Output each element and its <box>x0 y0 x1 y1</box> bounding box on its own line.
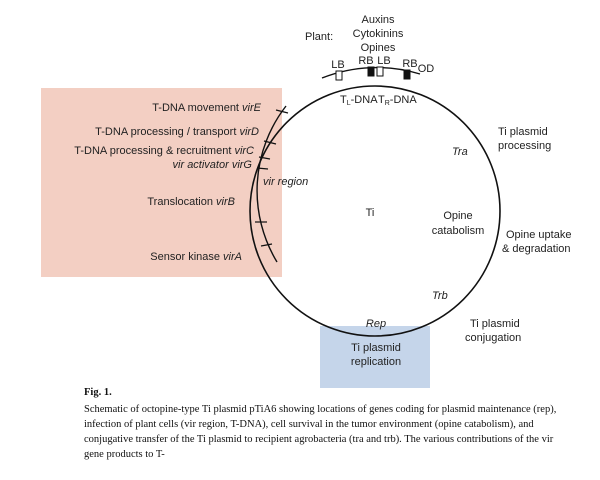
rb-marker <box>403 69 411 80</box>
rep-function-line1: Ti plasmid <box>351 342 401 354</box>
figure-caption-text: Schematic of octopine-type Ti plasmid pT… <box>84 404 557 460</box>
vir-region-highlight-box <box>41 88 282 277</box>
vir-gene-label: Translocation virB <box>147 196 235 208</box>
rep-label: Rep <box>366 318 386 330</box>
vir-tick <box>260 243 273 247</box>
lb-marker <box>376 66 384 77</box>
lb-label: LB <box>331 59 344 71</box>
plant-signal-opines: Opines <box>361 42 396 54</box>
od-label: OD <box>418 63 435 75</box>
trb-function-line1: Ti plasmid <box>470 318 520 330</box>
vir-tick <box>263 140 277 145</box>
plant-label: Plant: <box>305 31 333 43</box>
tra-function-line2: processing <box>498 140 551 152</box>
plant-signal-auxins: Auxins <box>361 14 395 26</box>
opine-label-line1: Opine <box>443 210 472 222</box>
rb-marker <box>367 66 375 77</box>
tra-label: Tra <box>452 146 468 158</box>
lb-marker <box>335 70 343 81</box>
lb-label: LB <box>377 55 390 67</box>
opine-label-line2: catabolism <box>432 225 485 237</box>
plant-signal-cytokinins: Cytokinins <box>353 28 404 40</box>
tr-dna-label: TR-DNA <box>378 94 417 107</box>
rb-label: RB <box>358 55 373 67</box>
tl-dna-label: TL-DNA <box>340 94 378 107</box>
vir-gene-label: T-DNA processing & recruitment virC <box>74 145 254 157</box>
trb-label: Trb <box>432 290 448 302</box>
figure-caption: Fig. 1. Schematic of octopine-type Ti pl… <box>84 385 564 462</box>
vir-tick <box>275 109 289 114</box>
rb-label: RB <box>402 58 417 70</box>
vir-tick <box>256 167 269 170</box>
tra-function-line1: Ti plasmid <box>498 126 548 138</box>
trb-function-line2: conjugation <box>465 332 521 344</box>
vir-gene-label: T-DNA movement virE <box>152 102 261 114</box>
opine-function-line2: & degradation <box>502 243 571 255</box>
vir-gene-label: Sensor kinase virA <box>150 251 242 263</box>
vir-gene-label: T-DNA processing / transport virD <box>95 126 259 138</box>
ti-plasmid-circle <box>249 85 501 337</box>
vir-tick <box>258 156 271 160</box>
vir-region-arc <box>256 105 287 263</box>
opine-function-line1: Opine uptake <box>506 229 571 241</box>
vir-gene-label: vir activator virG <box>173 159 253 171</box>
vir-region-label: vir region <box>263 176 308 188</box>
figure-caption-label: Fig. 1. <box>84 387 112 398</box>
ti-center-label: Ti <box>366 207 375 219</box>
rep-function-line2: replication <box>351 356 401 368</box>
